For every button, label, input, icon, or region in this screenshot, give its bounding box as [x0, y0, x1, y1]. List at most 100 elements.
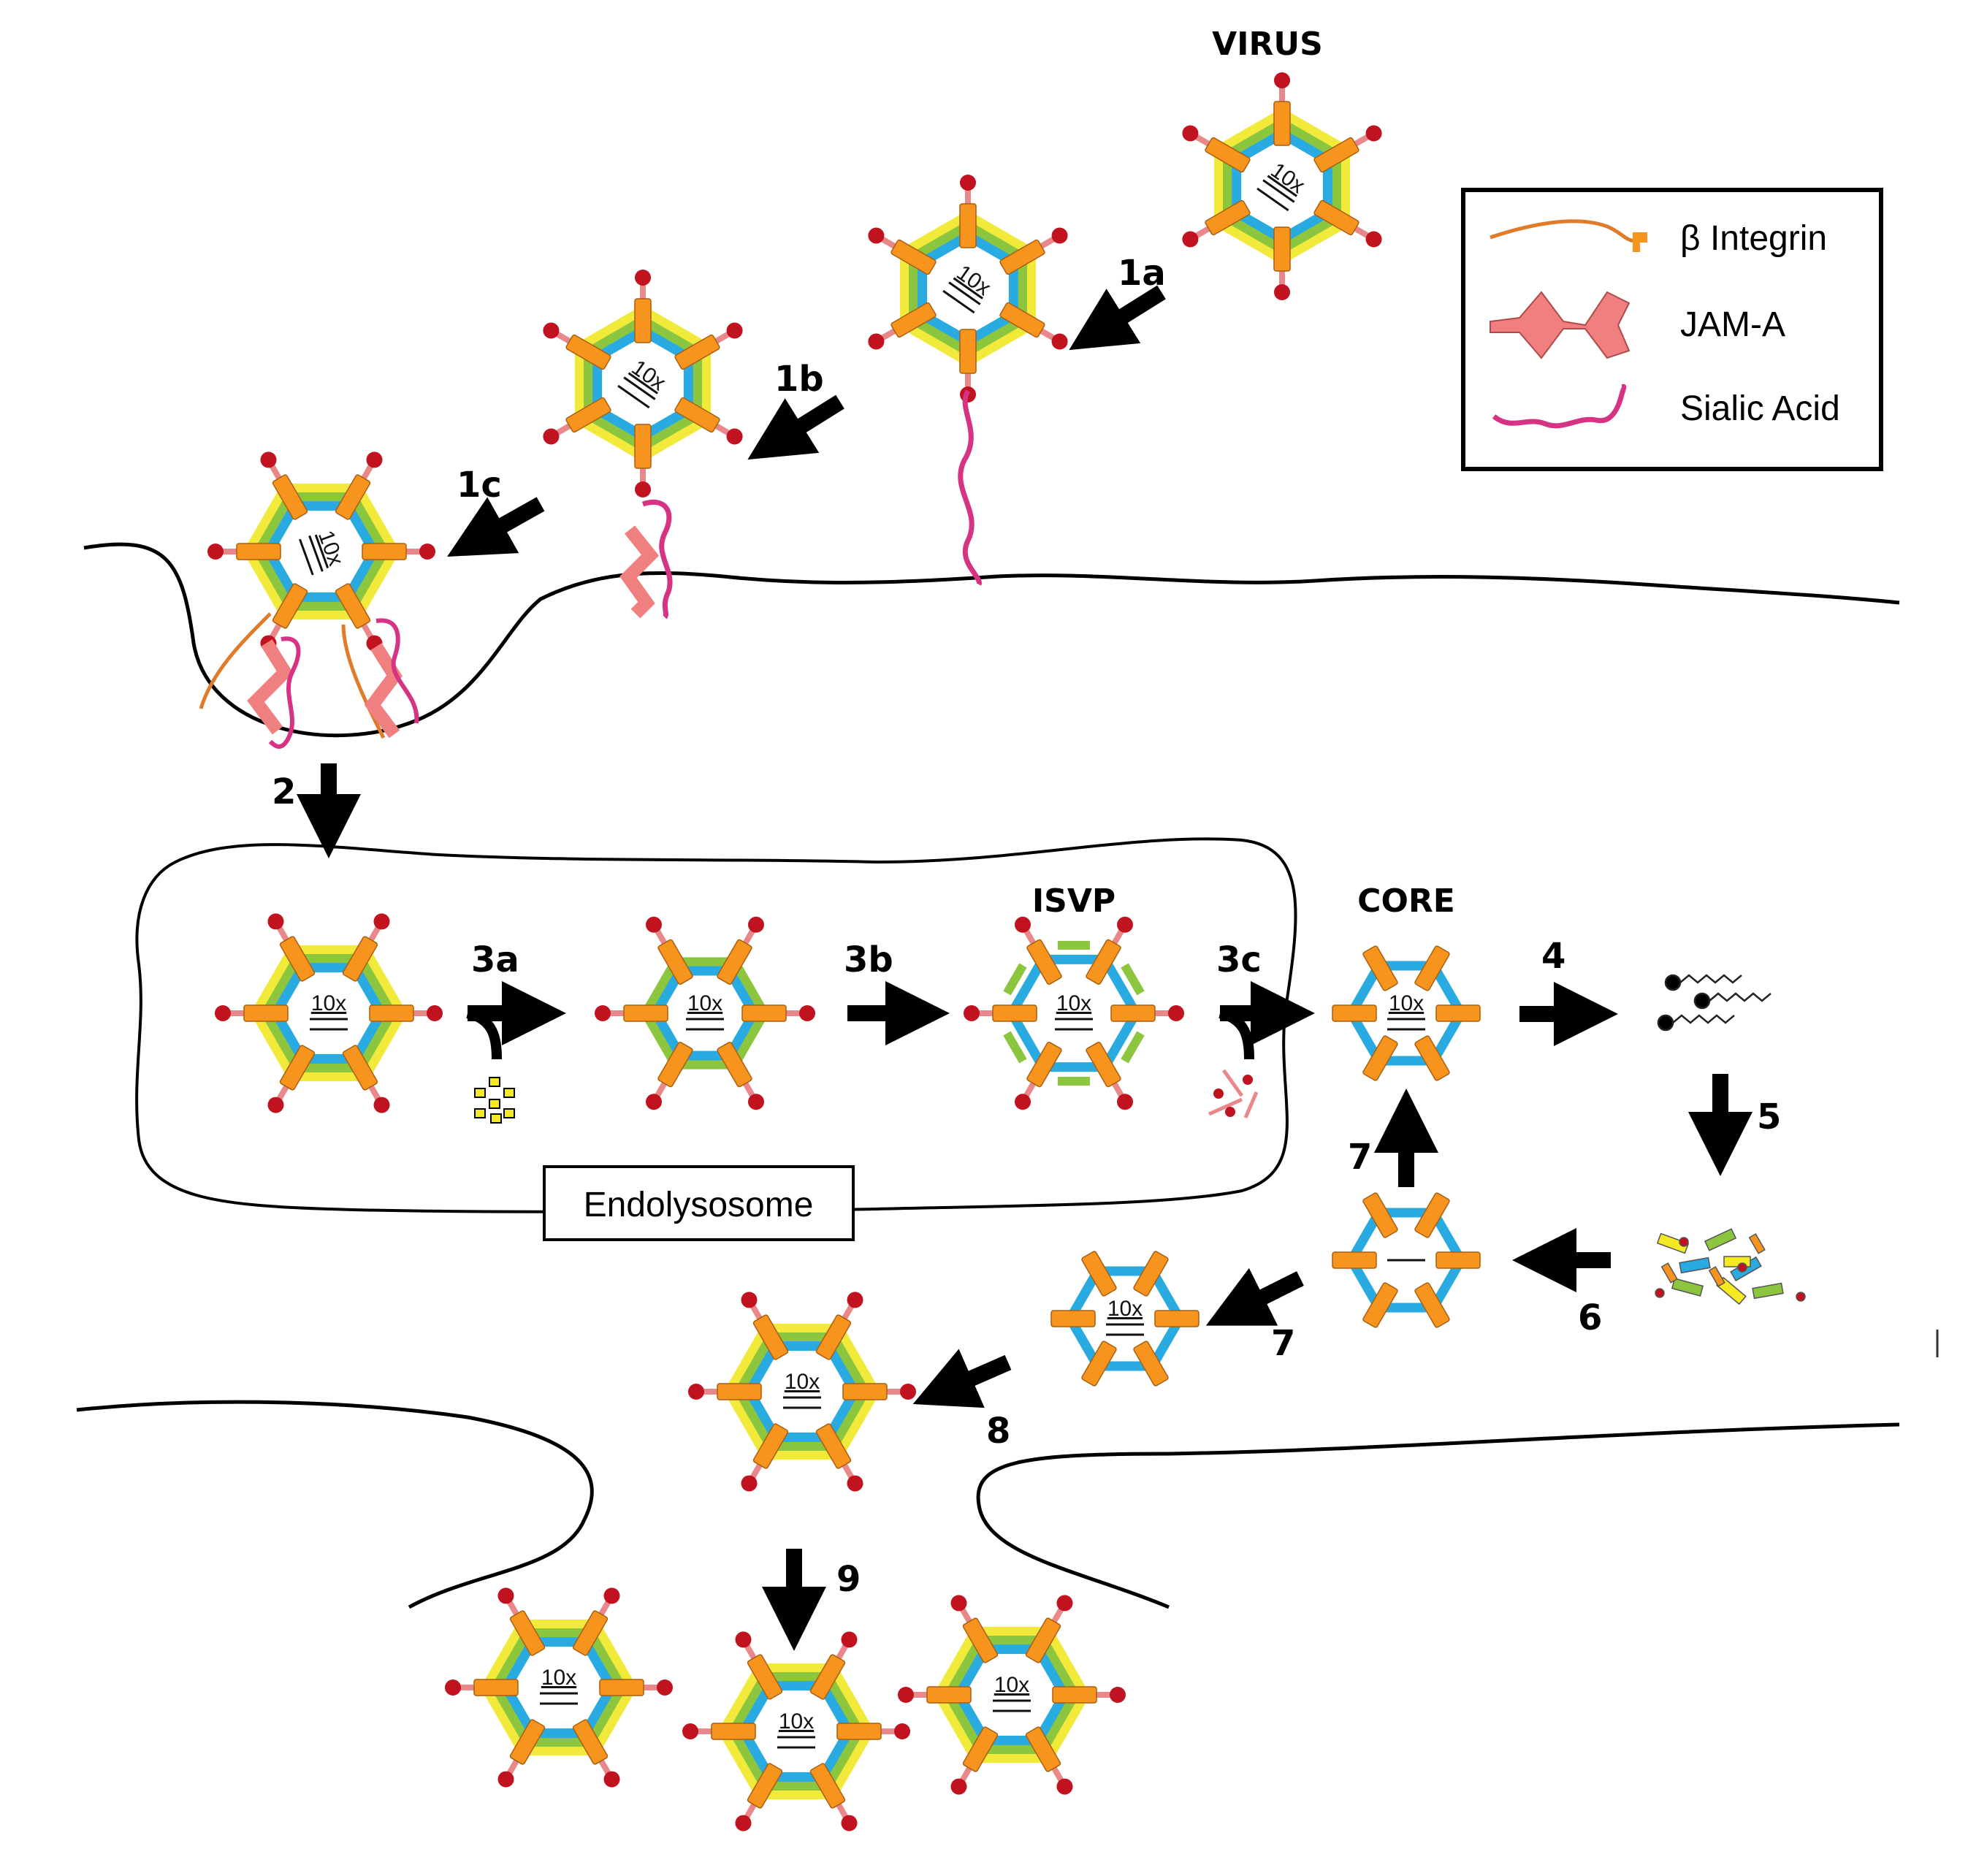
sigma1-head	[735, 1815, 752, 1831]
lambda2-turret	[634, 298, 652, 343]
sigma1-head	[950, 1595, 967, 1612]
arrow-3c-branch	[1218, 1008, 1254, 1060]
lambda2-turret	[747, 1763, 783, 1809]
mu1-fragment	[1121, 963, 1145, 996]
mrna-transcripts-icon	[1657, 974, 1771, 1032]
sigma1-head	[1117, 1094, 1133, 1110]
sigma1-head	[366, 451, 383, 468]
lambda2-turret	[1025, 1726, 1061, 1772]
lambda2-turret	[842, 1383, 888, 1400]
lambda2-turret	[272, 583, 308, 629]
step-label-7-left: 7	[1271, 1323, 1295, 1364]
lambda2-turret	[599, 1679, 644, 1696]
lambda2-turret	[717, 1042, 752, 1088]
sigma1-head	[868, 227, 885, 244]
arrow-1a	[1069, 285, 1166, 351]
svg-text:10x: 10x	[952, 261, 995, 301]
jam-a-step1b	[619, 525, 660, 619]
sigma1-head	[646, 916, 662, 933]
sialic-acid-left	[268, 636, 301, 749]
virion-progeny-1: 10x	[445, 1587, 673, 1788]
virion-isvp: 10x	[964, 916, 1184, 1110]
sigma1-head	[1015, 1094, 1031, 1110]
sialic-acid-step1b	[641, 499, 673, 619]
lambda2-turret	[565, 334, 611, 370]
lambda2-turret	[1052, 1686, 1097, 1704]
sigma1-head	[1015, 916, 1031, 933]
lambda2-turret	[1133, 1341, 1169, 1387]
lambda2-turret	[572, 1719, 609, 1765]
lambda2-turret	[1435, 1004, 1481, 1022]
virion-progeny-core: 10x	[1050, 1251, 1200, 1387]
lambda2-turret	[1362, 1192, 1398, 1238]
genome-label: 10x	[617, 356, 670, 409]
sigma1-head	[373, 1097, 390, 1113]
lambda2-turret	[999, 302, 1045, 338]
step-label-5: 5	[1757, 1097, 1781, 1137]
genome-label: 10x	[540, 1666, 578, 1705]
sigma1-head	[748, 916, 764, 933]
virion-core: 10x	[1332, 945, 1481, 1081]
arrow-1b	[747, 394, 844, 460]
lambda2-turret	[747, 1654, 783, 1700]
sigma1-head	[445, 1679, 461, 1696]
lambda2-turret	[752, 1314, 789, 1360]
lambda2-turret	[279, 1045, 316, 1091]
sigma1-head	[603, 1771, 620, 1788]
lambda2-turret	[992, 1004, 1037, 1022]
step-label-1c: 1c	[457, 465, 502, 506]
lambda2-turret	[1025, 1617, 1061, 1663]
lambda2-turret	[1414, 1192, 1450, 1238]
sigma1-head	[726, 428, 743, 445]
virion-progeny-2: 10x	[682, 1631, 910, 1831]
svg-text:10x: 10x	[1056, 991, 1091, 1015]
sigma1-head	[868, 333, 885, 350]
lambda2-turret	[335, 474, 371, 520]
lambda2-turret	[711, 1723, 756, 1740]
lambda2-turret	[717, 1383, 762, 1400]
sigma1-head	[497, 1771, 514, 1788]
sigma1-head	[267, 913, 284, 930]
lambda2-turret	[1435, 1251, 1481, 1269]
lambda2-turret	[815, 1314, 852, 1360]
svg-text:10x: 10x	[785, 1370, 820, 1394]
genome-label: 10x	[299, 527, 348, 576]
mu1-fragment	[1058, 941, 1090, 950]
step-label-3a: 3a	[471, 939, 519, 980]
sigma1-head	[260, 451, 277, 468]
lambda2-turret	[1026, 1042, 1062, 1088]
legend-label-jam-a: JAM-A	[1680, 305, 1785, 344]
sigma1-head	[847, 1292, 863, 1308]
lambda2-turret	[1332, 1251, 1377, 1269]
lambda2-turret	[243, 1004, 289, 1022]
lambda2-turret	[1133, 1251, 1169, 1297]
sigma1-head	[1182, 125, 1199, 142]
sigma1-head	[427, 1005, 443, 1021]
step-label-3b: 3b	[844, 939, 893, 980]
lambda2-turret	[623, 1004, 668, 1022]
sigma1-head	[207, 544, 224, 560]
sigma1-head	[1274, 72, 1290, 88]
virion-step1b: 10x	[543, 270, 743, 497]
lambda2-turret	[272, 474, 308, 520]
genome-label: 10x	[686, 991, 724, 1031]
lambda2-turret	[674, 334, 720, 370]
jam-a-left	[247, 639, 294, 735]
sigma1-head	[1182, 231, 1199, 248]
lambda2-turret	[1414, 1282, 1450, 1328]
sialic-acid-step1a	[958, 389, 982, 586]
endolysosome-membrane	[135, 837, 1297, 1213]
sigma1-head	[635, 481, 651, 497]
sigma1-head	[847, 1475, 863, 1492]
plasma-membrane-bottom-right	[976, 1422, 1900, 1609]
lambda2-turret	[999, 239, 1045, 275]
step-label-9: 9	[836, 1559, 861, 1600]
step-label-1b: 1b	[774, 359, 824, 400]
plasma-membrane-bottom-left	[76, 1400, 594, 1609]
genome-label: 10x	[942, 261, 995, 314]
lambda2-turret	[362, 543, 407, 560]
lambda2-turret	[815, 1423, 852, 1469]
legend-label-beta-integrin: β Integrin	[1680, 219, 1827, 258]
lambda2-turret	[1086, 939, 1121, 985]
